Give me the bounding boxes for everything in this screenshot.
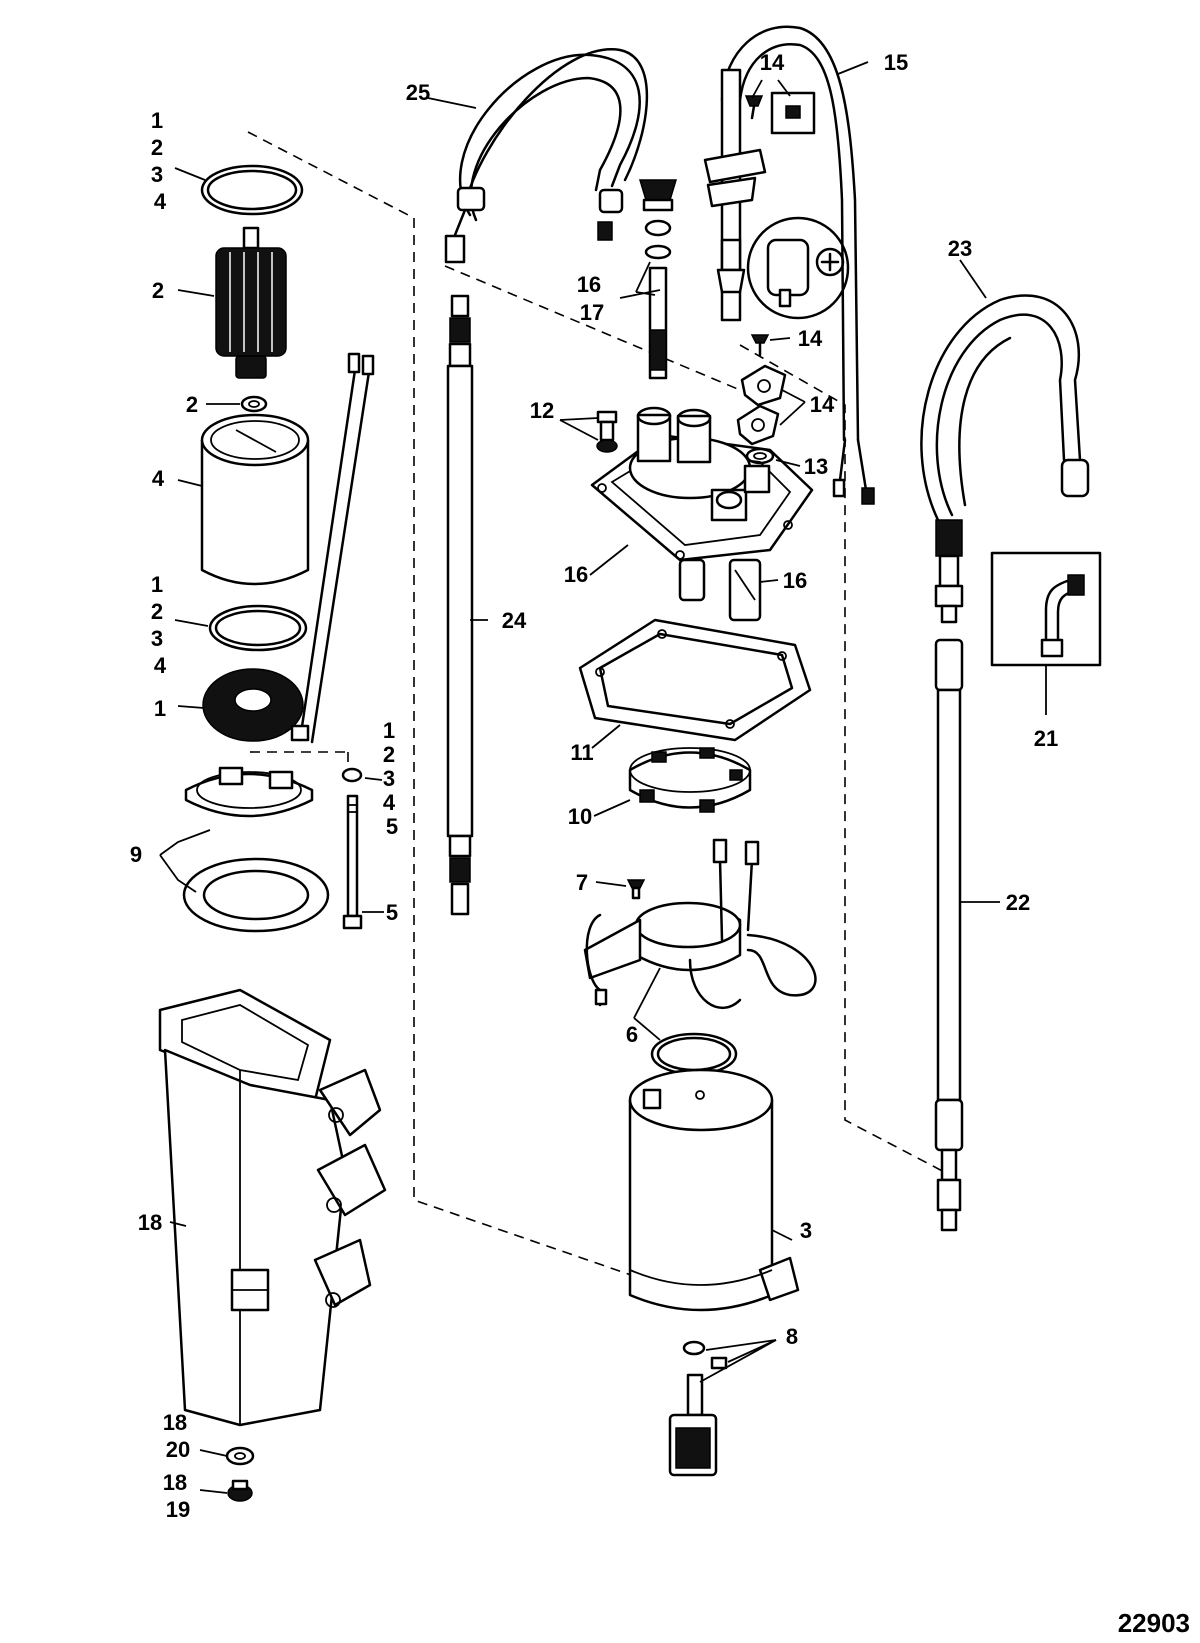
washer-13	[745, 447, 775, 465]
electric-motor	[628, 1068, 800, 1312]
callout-c24: 8	[786, 1324, 798, 1349]
callout-c26: 15	[884, 50, 908, 75]
callout-c32: 22	[1006, 890, 1030, 915]
coupler	[628, 747, 752, 813]
leader-lines	[159, 61, 1047, 1494]
washer	[240, 395, 268, 413]
pickup-filter	[668, 1340, 728, 1477]
callout-c16: 12	[530, 398, 554, 423]
callout-c14: 24	[502, 608, 527, 633]
callout-c13: 25	[406, 80, 430, 105]
fill-plug-dipstick	[638, 179, 678, 380]
callout-c12: 18 19	[163, 1470, 194, 1522]
callout-c3: 2	[186, 392, 198, 417]
callout-c23: 3	[800, 1218, 812, 1243]
callout-c9: 5	[386, 900, 398, 925]
terminal-detail-inset	[746, 216, 850, 320]
screw-7	[626, 879, 646, 900]
o-ring-motor	[650, 1032, 738, 1076]
callout-c15: 16 17	[577, 272, 608, 325]
callout-c21: 7	[576, 870, 588, 895]
callout-labels: 1 2 3 4 2 2 4 1 2 3 4 1 1 2 3 4 5 9 5 18…	[130, 50, 1058, 1522]
armature	[215, 226, 287, 379]
hose-coil-23	[920, 294, 1090, 624]
filter-screens	[678, 558, 762, 622]
lead-wires	[298, 352, 375, 744]
figure-number: 22903	[1118, 1608, 1190, 1638]
callout-c28: 14	[810, 392, 835, 417]
callout-c17: 16	[564, 562, 588, 587]
through-bolt	[341, 767, 363, 930]
callout-c2: 2	[152, 278, 164, 303]
drain-plug-parts	[225, 1446, 255, 1502]
hose-coil-25	[444, 48, 649, 264]
reservoir-housing	[158, 988, 387, 1427]
reservoir-cover	[590, 406, 814, 562]
callout-c27: 14	[798, 326, 823, 351]
motor-switch-assembly	[583, 838, 817, 1010]
hose-straight-22	[934, 638, 964, 1232]
callout-c11: 18 20	[163, 1410, 194, 1462]
callout-c29: 13	[804, 454, 828, 479]
callout-c6: 1	[154, 696, 166, 721]
callout-c25: 14	[760, 50, 785, 75]
bolt-and-washer-12	[596, 410, 618, 453]
callout-c7: 1 2 3 4 5	[383, 718, 401, 839]
callout-c10: 18	[138, 1210, 162, 1235]
end-cap-brush-plate	[202, 668, 310, 742]
wiring-harness-15	[703, 25, 875, 505]
callout-c20: 10	[568, 804, 592, 829]
callout-c4: 4	[152, 466, 165, 491]
callout-c1: 1 2 3 4	[151, 108, 169, 214]
gasket	[578, 618, 812, 742]
callout-c8: 9	[130, 842, 142, 867]
callout-c19: 11	[570, 740, 593, 765]
callout-c30: 23	[948, 236, 972, 261]
callout-c22: 6	[626, 1022, 638, 1047]
motor-frame	[200, 413, 310, 586]
o-ring-middle	[208, 604, 308, 652]
spacer-rings	[182, 766, 330, 933]
callout-c31: 21	[1034, 726, 1058, 751]
hose-straight-24	[446, 294, 474, 916]
mount-brackets-14	[736, 334, 787, 446]
o-ring-top	[200, 164, 304, 216]
callout-c18: 16	[783, 568, 807, 593]
callout-c5: 1 2 3 4	[151, 572, 169, 678]
screw-14-top	[744, 95, 764, 120]
elbow-fitting-inset	[990, 551, 1102, 667]
plus-sign-icon	[815, 247, 845, 277]
screw-detail-box	[770, 91, 816, 135]
